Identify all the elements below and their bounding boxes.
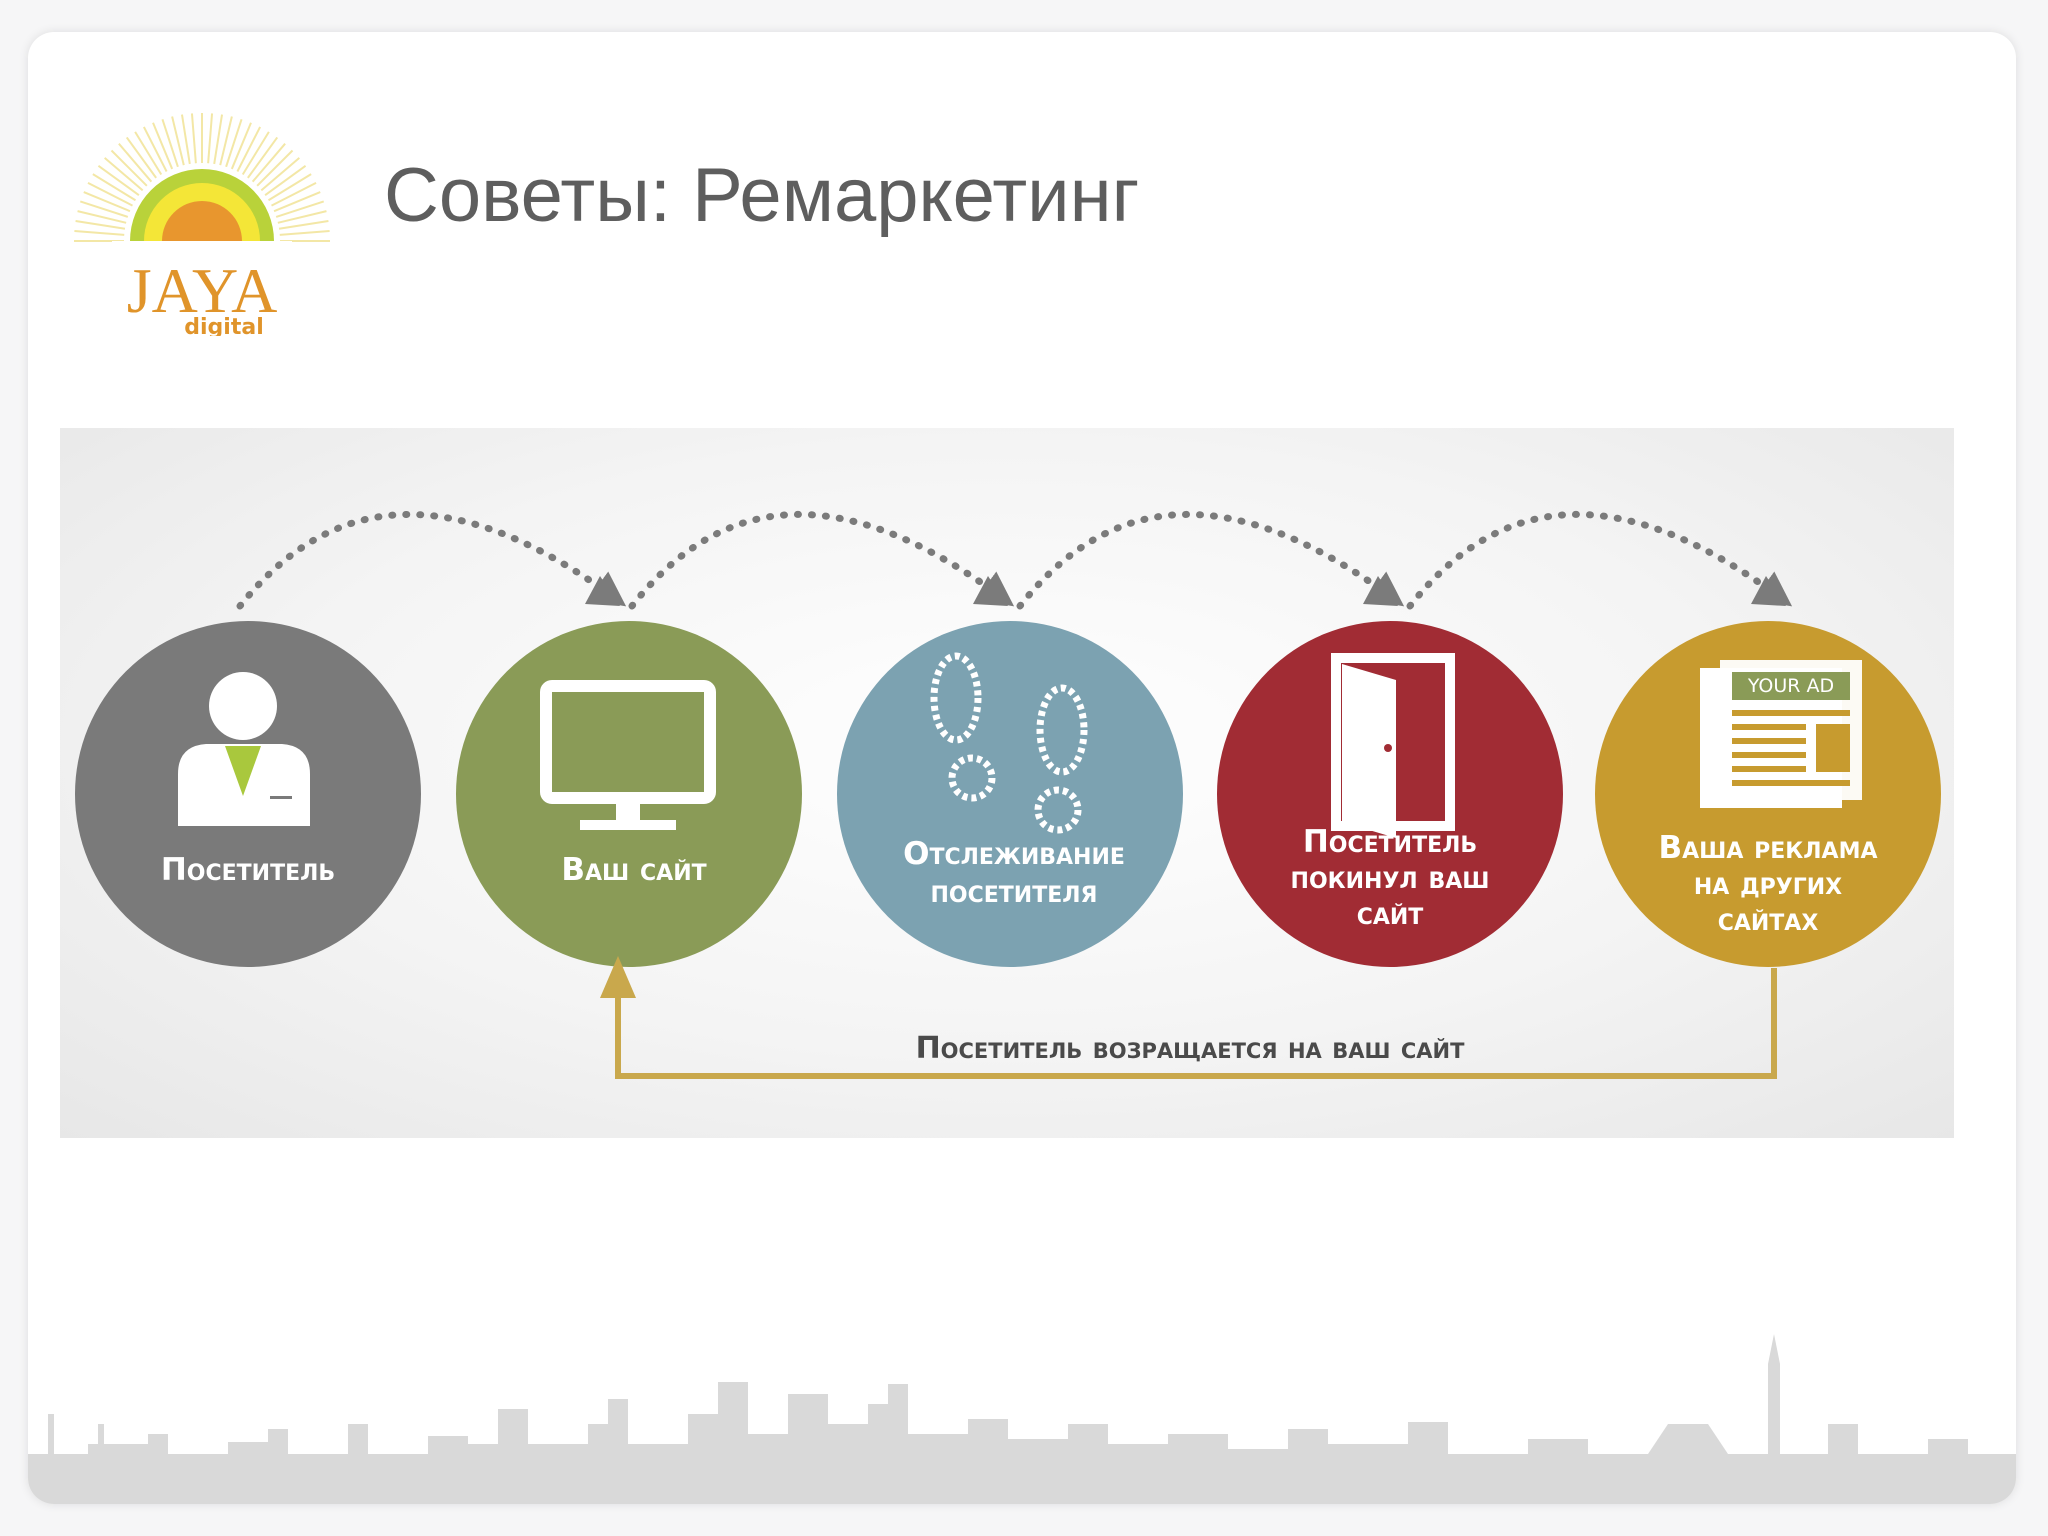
logo-sub: digital [184,315,263,336]
dotted-arrow-3 [1020,514,1390,606]
sun-ray [162,119,177,167]
city-skyline-icon [28,1304,2016,1504]
dotted-arrow-1 [240,514,612,606]
sun-ray [279,221,328,229]
sun-ray [78,211,127,223]
slide: JAYA digital Советы: Ремаркетинг [28,32,2016,1504]
remarketing-diagram: YOUR AD Посетитель Ваш сайт Отслеживание… [60,428,1954,1138]
step-label-left-3: сайт [1357,896,1424,932]
step-label-left-1: Посетитель [1303,824,1477,860]
ad-label: YOUR AD [1747,675,1834,697]
sun-ray [80,201,128,216]
sun-ray [74,231,124,235]
sun-ray [172,117,184,166]
sun-ray [192,113,196,163]
page-title: Советы: Ремаркетинг [384,152,1139,239]
jaya-logo: JAYA digital [72,66,332,336]
sun-ray [280,231,330,235]
return-label: Посетитель возращается на ваш сайт [916,1031,1466,1066]
sun-ray [220,117,232,166]
dotted-arrow-4 [1410,514,1778,606]
sun-ray [182,115,190,164]
sun-ray [76,221,125,229]
dotted-arrows [240,514,1778,606]
sun-ray [226,119,241,167]
sun-ray [278,211,327,223]
step-label-site: Ваш сайт [561,852,706,888]
step-label-visitor: Посетитель [161,852,335,888]
step-label-ad-2: на других [1694,866,1842,902]
step-label-ad-3: сайтах [1718,902,1819,938]
step-label-tracking-2b: посетителя [931,874,1098,910]
sun-ray [276,201,324,216]
sun-ray [208,113,212,163]
circle-tracking [837,621,1183,967]
step-label-ad-1: Ваша реклама [1658,830,1877,866]
newspaper-ad-icon: YOUR AD [1700,660,1862,808]
sun-ray [214,115,222,164]
step-label-tracking-1: Отслеживание [903,836,1125,872]
step-label-left-2: покинул ваш [1291,860,1490,896]
dotted-arrow-2 [632,514,1000,606]
